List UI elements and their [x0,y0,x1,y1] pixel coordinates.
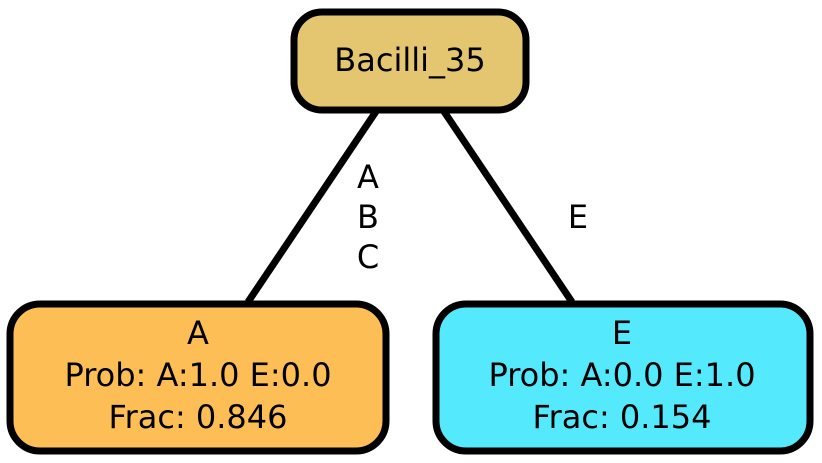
root-node-label: Bacilli_35 [334,41,485,79]
node-a-frac: Frac: 0.846 [109,398,288,436]
root-node [290,8,530,114]
edge-label-e: E [568,198,588,236]
node-a [6,300,390,455]
edge-label-c: C [357,238,379,276]
edge-label-a: A [357,158,379,196]
edge-root-to-a [245,108,380,304]
node-e-prob: Prob: A:0.0 E:1.0 [488,356,755,394]
node-a-prob: Prob: A:1.0 E:0.0 [64,356,331,394]
edge-root-to-e [440,108,575,304]
node-e-frac: Frac: 0.154 [533,398,712,436]
node-a-title: A [187,314,209,352]
node-e [432,300,814,455]
node-e-title: E [612,314,632,352]
edge-label-b: B [357,198,379,236]
